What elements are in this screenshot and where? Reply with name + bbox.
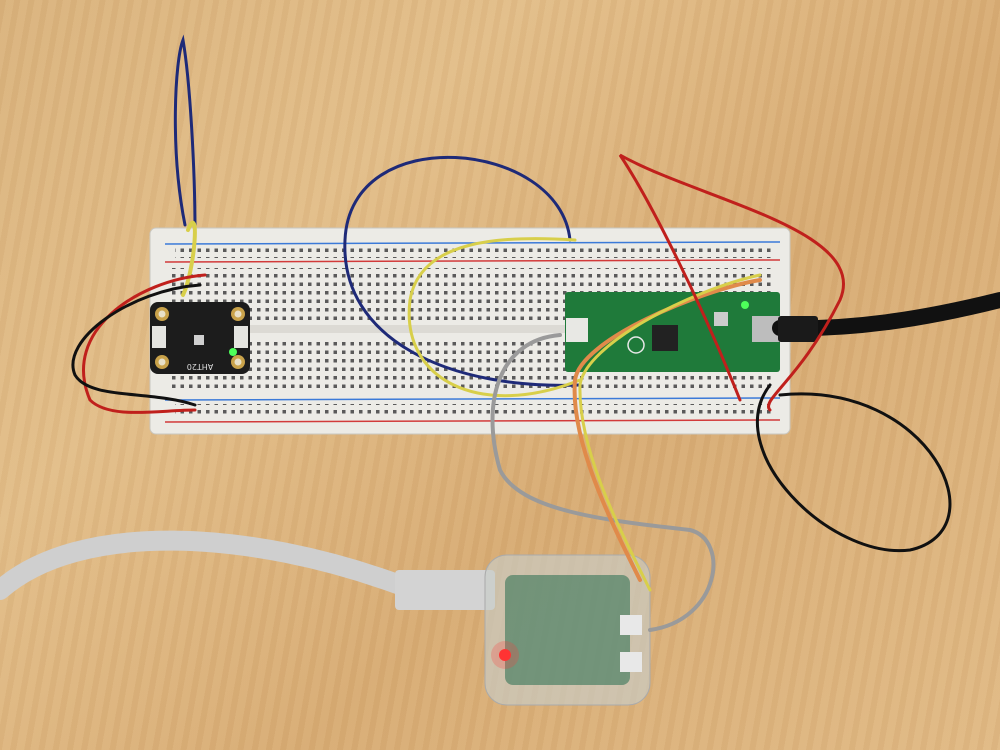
breadboard [149,227,791,435]
raspberry-pi-pico [565,292,780,372]
debug-probe [0,530,651,706]
sensor-label: AHT20 [187,362,214,371]
aht20-sensor: AHT20 [150,302,250,374]
jumper-wires [71,34,952,632]
